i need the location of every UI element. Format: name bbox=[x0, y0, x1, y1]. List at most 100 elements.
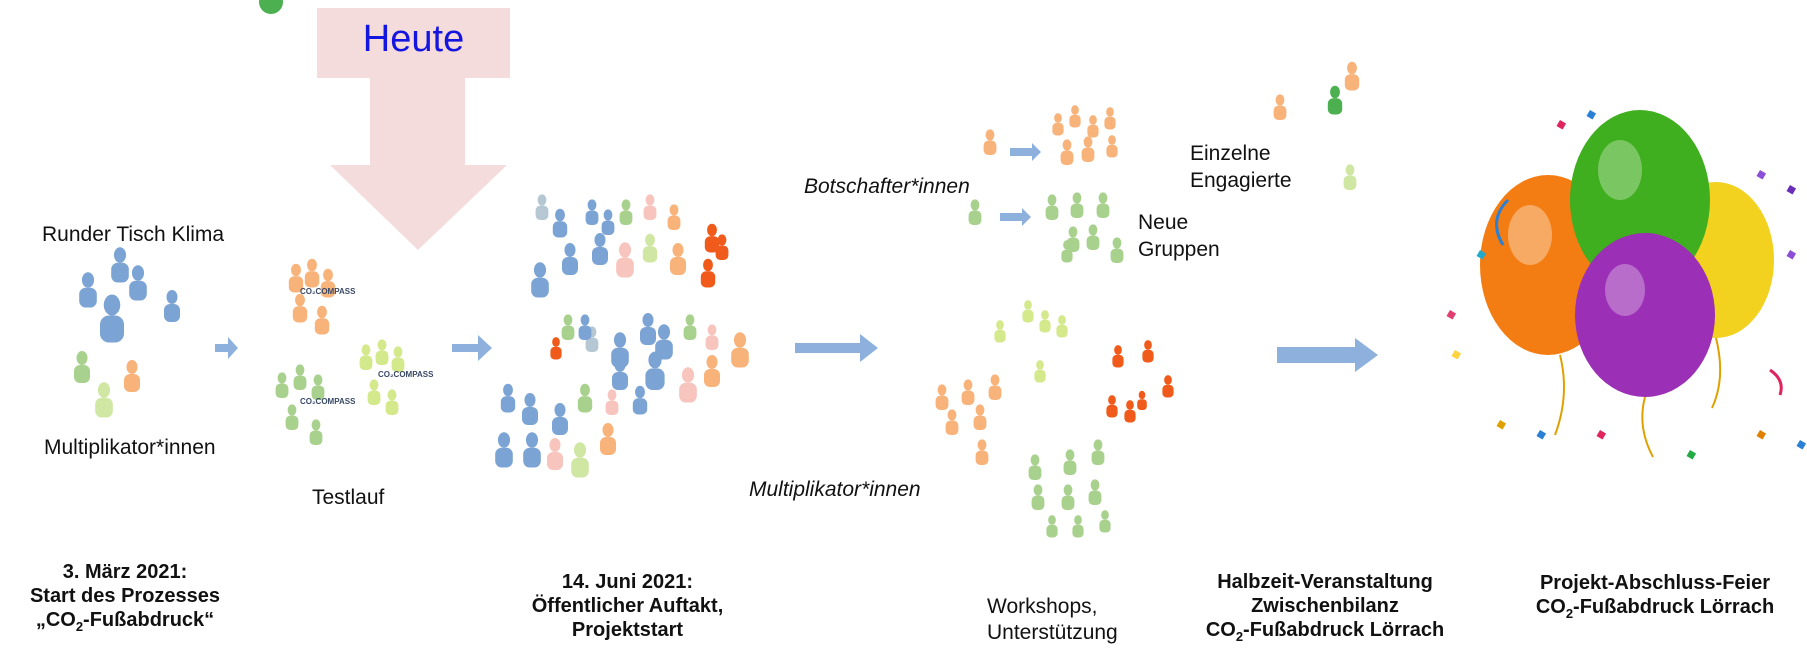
person-icon bbox=[632, 385, 648, 415]
person-icon bbox=[983, 129, 997, 155]
person-icon bbox=[1124, 400, 1136, 423]
person-icon bbox=[640, 313, 656, 345]
confetti-piece bbox=[1756, 169, 1767, 180]
person-icon bbox=[1028, 454, 1042, 480]
person-icon bbox=[670, 243, 686, 275]
confetti-piece bbox=[1786, 185, 1797, 195]
person-icon bbox=[1104, 107, 1116, 130]
person-icon bbox=[619, 199, 633, 225]
person-icon bbox=[1088, 479, 1102, 505]
person-icon bbox=[1344, 61, 1360, 91]
person-icon bbox=[79, 272, 97, 308]
confetti-piece bbox=[1586, 109, 1597, 120]
botschafter-label: Botschafter*innen bbox=[804, 175, 970, 198]
person-icon bbox=[275, 372, 289, 398]
person-icon bbox=[304, 258, 320, 288]
person-icon bbox=[1070, 192, 1084, 218]
person-icon bbox=[367, 379, 381, 405]
start-caption: 3. März 2021: Start des Prozesses „CO2-F… bbox=[0, 560, 250, 639]
person-icon bbox=[1137, 390, 1147, 410]
person-icon bbox=[994, 320, 1006, 343]
person-icon bbox=[550, 337, 562, 360]
person-icon bbox=[1087, 115, 1099, 138]
person-icon bbox=[561, 314, 575, 340]
people-group bbox=[74, 61, 1360, 538]
multiplikator-label-spread: Multiplikator*innen bbox=[749, 478, 921, 501]
person-icon bbox=[1063, 449, 1077, 475]
person-icon bbox=[124, 360, 140, 392]
einzelne-engagierte-label: Einzelne Engagierte bbox=[1190, 142, 1292, 192]
person-icon bbox=[704, 355, 720, 387]
person-icon bbox=[612, 358, 628, 390]
person-icon bbox=[645, 351, 665, 390]
person-icon bbox=[74, 351, 90, 383]
person-icon bbox=[292, 293, 308, 323]
confetti-piece bbox=[1476, 250, 1487, 260]
person-icon bbox=[100, 294, 124, 343]
workshops-label: Workshops, Unterstützung bbox=[987, 595, 1118, 644]
person-icon bbox=[605, 389, 619, 415]
person-icon bbox=[642, 233, 658, 263]
person-icon bbox=[288, 263, 304, 293]
person-icon bbox=[578, 314, 592, 340]
start-line2: Start des Prozesses bbox=[29, 585, 221, 607]
neue-gruppen-label: Neue Gruppen bbox=[1138, 211, 1220, 261]
person-icon bbox=[309, 419, 323, 445]
confetti-piece bbox=[1686, 450, 1697, 460]
arrow-right-icon bbox=[215, 143, 1378, 372]
person-icon bbox=[1022, 300, 1034, 323]
person-icon bbox=[601, 209, 615, 235]
confetti-piece bbox=[1756, 430, 1767, 440]
person-icon bbox=[1034, 360, 1046, 383]
person-icon bbox=[1046, 515, 1058, 538]
person-icon bbox=[285, 404, 299, 430]
person-icon bbox=[95, 382, 113, 418]
person-icon bbox=[495, 432, 513, 468]
multiplikator-label-start: Multiplikator*innen bbox=[44, 436, 216, 459]
co2compass-badge: CO₂COMPASS bbox=[378, 370, 434, 379]
kickoff-line2: Öffentlicher Auftakt, bbox=[531, 595, 724, 617]
person-icon bbox=[1343, 164, 1357, 190]
person-icon bbox=[1099, 510, 1111, 533]
person-icon bbox=[1327, 85, 1343, 115]
person-icon bbox=[320, 268, 336, 298]
person-icon bbox=[935, 384, 949, 410]
confetti-piece bbox=[1446, 310, 1457, 320]
confetti-piece bbox=[1536, 430, 1547, 440]
person-icon bbox=[129, 265, 147, 301]
person-icon bbox=[375, 339, 389, 365]
person-icon bbox=[1096, 192, 1110, 218]
person-icon bbox=[616, 242, 634, 278]
green-dot-icon bbox=[259, 0, 283, 14]
person-icon bbox=[523, 432, 541, 468]
person-icon bbox=[535, 194, 549, 220]
person-icon bbox=[700, 258, 716, 288]
person-icon bbox=[1056, 315, 1068, 338]
person-icon bbox=[1106, 135, 1118, 158]
person-icon bbox=[705, 324, 719, 350]
halftime-caption: Halbzeit-Veranstaltung Zwischenbilanz CO… bbox=[1205, 571, 1445, 644]
person-icon bbox=[1045, 194, 1059, 220]
person-icon bbox=[1162, 375, 1174, 398]
person-icon bbox=[679, 367, 697, 403]
person-icon bbox=[385, 389, 399, 415]
person-icon bbox=[961, 379, 975, 405]
person-icon bbox=[314, 305, 330, 335]
person-icon bbox=[552, 208, 568, 238]
person-icon bbox=[1039, 310, 1051, 333]
confetti-piece bbox=[1556, 119, 1567, 130]
kickoff-line3: Projektstart bbox=[571, 619, 684, 641]
person-icon bbox=[1066, 226, 1080, 252]
final-caption: Projekt-Abschluss-Feier CO2-Fußabdruck L… bbox=[1535, 572, 1775, 621]
heute-box bbox=[317, 8, 510, 78]
confetti bbox=[1446, 109, 1807, 460]
start-line3: „CO2-Fußabdruck“ bbox=[35, 609, 215, 634]
person-icon bbox=[1069, 105, 1081, 128]
person-icon bbox=[667, 204, 681, 230]
person-icon bbox=[975, 439, 989, 465]
person-icon bbox=[531, 262, 549, 298]
co2compass-badge: CO₂COMPASS bbox=[300, 397, 356, 406]
person-icon bbox=[359, 344, 373, 370]
person-icon bbox=[1072, 515, 1084, 538]
